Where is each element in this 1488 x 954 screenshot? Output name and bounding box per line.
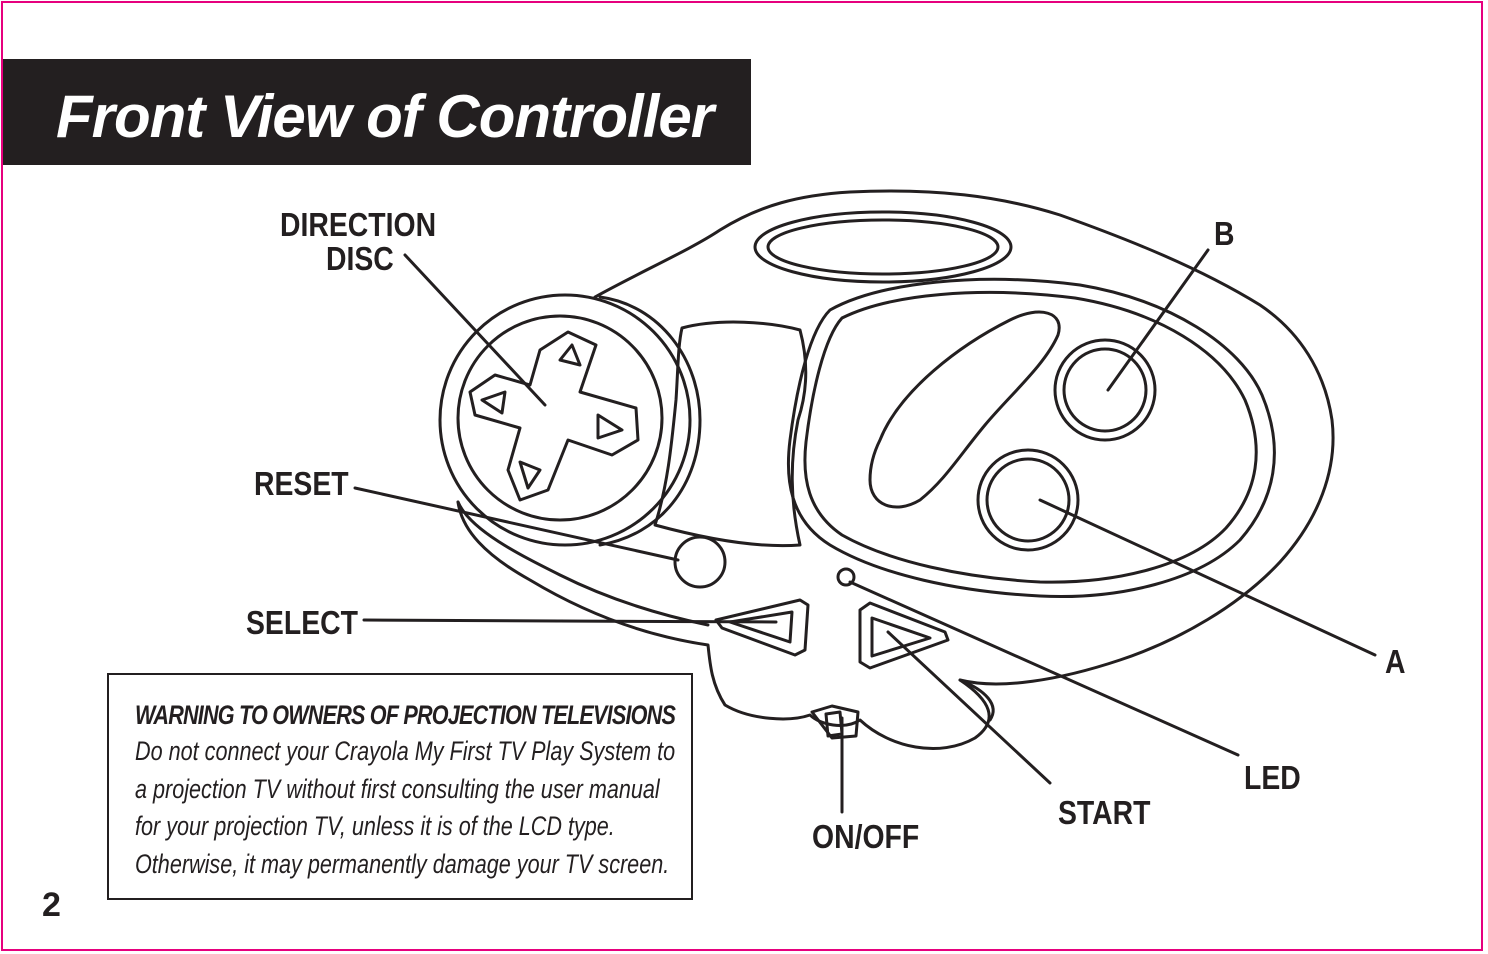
body-inner-contour	[456, 500, 710, 627]
select-button-inner	[728, 610, 794, 644]
controller-body	[456, 189, 1335, 750]
direction-disc-housing	[438, 293, 692, 547]
d-pad-cross	[468, 330, 640, 502]
button-well-outer	[786, 277, 1276, 598]
a-button-outer	[976, 448, 1080, 552]
leader-reset	[353, 486, 680, 562]
warning-line: Do not connect your Crayola My First TV …	[135, 736, 676, 766]
warning-line: for your projection TV, unless it is of …	[135, 811, 615, 841]
arrow-left-icon	[480, 390, 507, 415]
direction-disc-ring	[456, 314, 664, 522]
page-title: Front View of Controller	[56, 83, 714, 150]
a-button-inner	[985, 457, 1071, 543]
speaker-oval-outer	[753, 210, 1013, 284]
warning-line: a projection TV without first consulting…	[135, 773, 660, 804]
center-pad	[653, 320, 808, 548]
leader-direction-disc	[403, 253, 547, 407]
led-indicator	[836, 567, 856, 587]
button-well-inner	[803, 290, 1258, 584]
title-bar	[3, 59, 751, 165]
label-direction: DIRECTION	[280, 206, 437, 243]
label-led: LED	[1244, 759, 1301, 796]
label-a: A	[1385, 643, 1406, 680]
label-reset: RESET	[254, 465, 349, 502]
leader-start	[886, 630, 1052, 785]
select-button-outer	[714, 598, 810, 657]
label-b: B	[1214, 215, 1235, 252]
label-start: START	[1058, 794, 1151, 831]
b-button-inner	[1062, 347, 1148, 433]
curved-groove	[868, 310, 1061, 509]
warning-heading: WARNING TO OWNERS OF PROJECTION TELEVISI…	[135, 700, 676, 730]
label-on-off: ON/OFF	[812, 818, 920, 855]
arrow-up-icon	[558, 343, 582, 367]
arrow-down-icon	[518, 460, 542, 490]
body-lobe-contour	[958, 678, 995, 722]
leader-led	[848, 580, 1240, 757]
warning-box: WARNING TO OWNERS OF PROJECTION TELEVISI…	[107, 673, 693, 900]
start-button-inner	[870, 616, 932, 658]
leader-b	[1106, 248, 1210, 392]
speaker-oval-inner	[766, 218, 1000, 276]
leader-select	[362, 618, 778, 624]
warning-line: Otherwise, it may permanently damage you…	[135, 848, 670, 879]
start-button-outer	[858, 601, 950, 670]
label-disc: DISC	[326, 240, 394, 277]
arrow-right-icon	[596, 413, 624, 440]
label-select: SELECT	[246, 604, 358, 641]
leader-a	[1038, 498, 1377, 657]
reset-button	[673, 535, 727, 589]
b-button-outer	[1053, 338, 1157, 442]
on-off-switch	[810, 704, 860, 740]
page-number: 2	[42, 886, 61, 924]
direction-disc-rim	[598, 295, 702, 547]
